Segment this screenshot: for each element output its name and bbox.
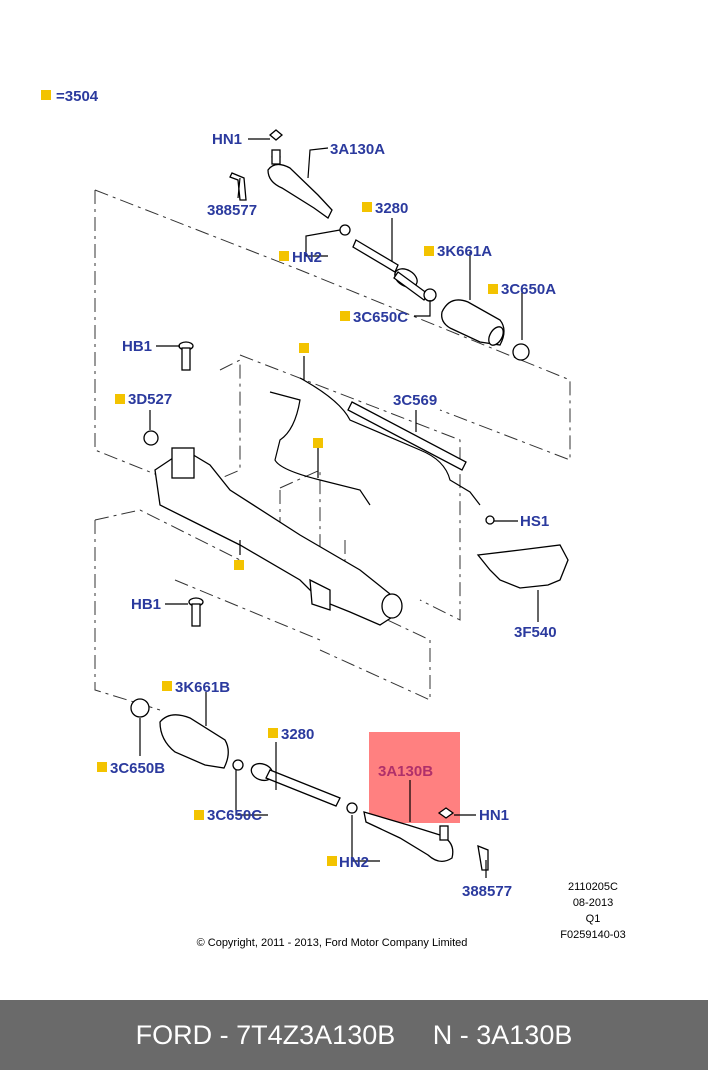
label-hn2-bottom[interactable]: HN2	[339, 854, 369, 871]
stud-388577-top	[229, 172, 247, 201]
tie-rod-3280-bottom	[250, 762, 341, 807]
tie-rod-end-3a130a	[267, 129, 333, 219]
label-388577-top[interactable]: 388577	[207, 202, 257, 219]
mount-3d527	[143, 430, 159, 446]
label-388577-bottom[interactable]: 388577	[462, 883, 512, 900]
tie-rod-3280-top	[352, 239, 429, 301]
label-hn1-top[interactable]: HN1	[212, 131, 242, 148]
label-3f540[interactable]: 3F540	[514, 624, 557, 641]
supplier-markers	[97, 202, 498, 866]
leader-lines	[139, 138, 539, 878]
label-hn2-top[interactable]: HN2	[292, 249, 322, 266]
nut-hn2-top	[339, 224, 351, 236]
label-3a130a[interactable]: 3A130A	[330, 141, 385, 158]
label-3d527[interactable]: 3D527	[128, 391, 172, 408]
clamp-3c650c-top	[423, 288, 437, 302]
return-line	[269, 391, 371, 506]
bolt-hb1-mid	[188, 597, 204, 627]
boot-3k661b	[159, 714, 229, 769]
footer-spacer	[395, 1020, 433, 1051]
screw-hs1	[485, 515, 495, 525]
label-3a130b[interactable]: 3A130B	[378, 763, 433, 780]
clamp-3c650c-bottom	[232, 759, 244, 771]
drawing-rev: Q1	[586, 913, 601, 925]
rack-3c569	[347, 401, 467, 471]
label-hb1-top[interactable]: HB1	[122, 338, 152, 355]
boot-3k661a	[441, 299, 505, 346]
pressure-line	[299, 377, 481, 506]
label-3k661b[interactable]: 3K661B	[175, 679, 230, 696]
label-3k661a[interactable]: 3K661A	[437, 243, 492, 260]
label-3c650b[interactable]: 3C650B	[110, 760, 165, 777]
steering-gear-exploded-diagram: =3504	[41, 88, 626, 949]
exploded-guide-lines	[94, 189, 571, 711]
steering-gear-housing	[154, 447, 403, 626]
label-3c569[interactable]: 3C569	[393, 392, 437, 409]
part-number-footer: FORD - 7T4Z3A130B N - 3A130B	[0, 1000, 708, 1070]
label-hn1-bottom[interactable]: HN1	[479, 807, 509, 824]
drawing-number: F0259140-03	[560, 929, 625, 941]
highlight-box-3a130b[interactable]	[369, 732, 460, 823]
label-hs1[interactable]: HS1	[520, 513, 549, 530]
drawing-code: 2110205C	[568, 881, 618, 893]
nut-hn2-bottom	[346, 802, 358, 814]
label-hb1-mid[interactable]: HB1	[131, 596, 161, 613]
clamp-3c650b	[130, 698, 150, 718]
copyright-text: © Copyright, 2011 - 2013, Ford Motor Com…	[197, 937, 468, 949]
footer-part-number: N - 3A130B	[432, 1019, 573, 1050]
drawing-date: 08-2013	[573, 897, 613, 909]
clamp-3c650a	[512, 343, 530, 361]
legend-marker	[41, 90, 51, 100]
legend-text: =3504	[56, 88, 99, 105]
bolt-hb1-top	[178, 341, 194, 371]
footer-oem-number: FORD - 7T4Z3A130B	[135, 1019, 396, 1050]
label-3280-top[interactable]: 3280	[375, 200, 408, 217]
label-3c650c-top[interactable]: 3C650C	[353, 309, 408, 326]
label-3c650c-bottom[interactable]: 3C650C	[207, 807, 262, 824]
tie-rod-end-3a130b[interactable]	[363, 807, 455, 862]
drawing-info: 2110205C 08-2013 Q1 F0259140-03	[560, 881, 625, 941]
heat-shield-3f540	[476, 544, 569, 589]
label-3280-bottom[interactable]: 3280	[281, 726, 314, 743]
label-3c650a[interactable]: 3C650A	[501, 281, 556, 298]
